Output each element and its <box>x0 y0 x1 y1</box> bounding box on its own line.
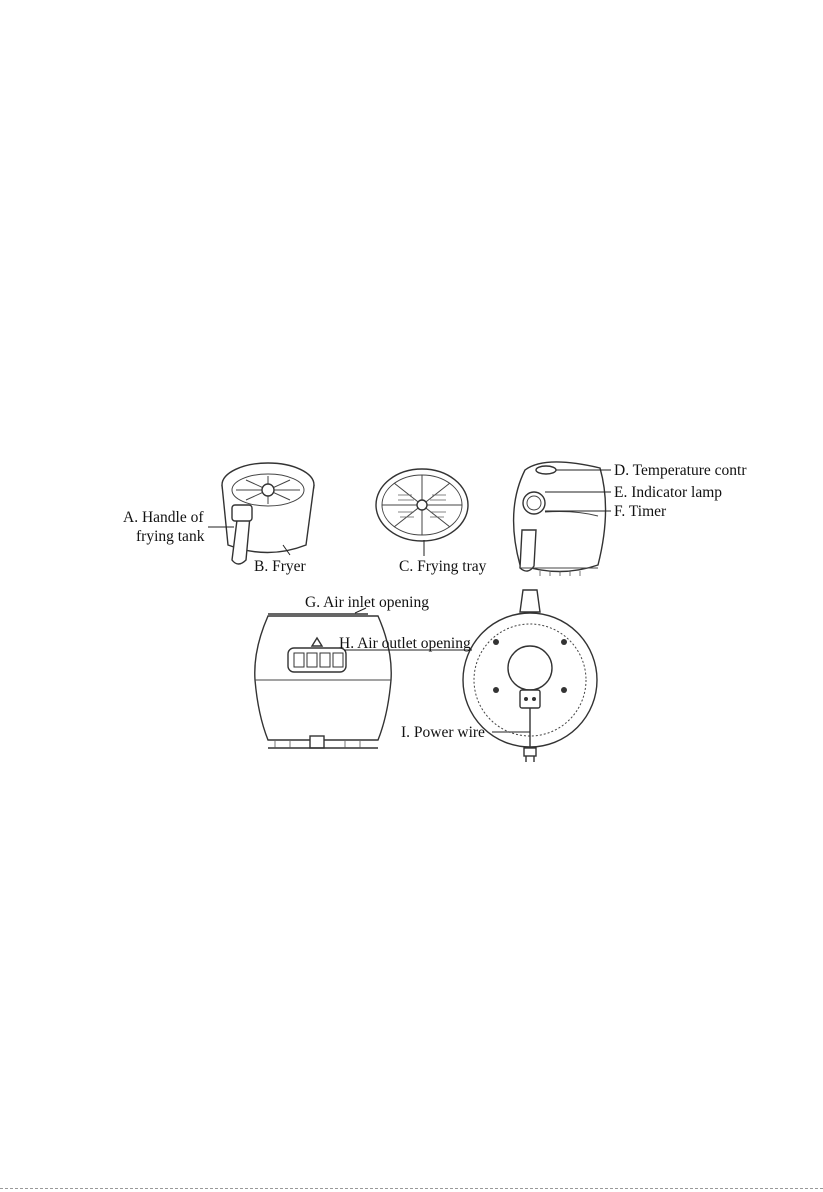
label-d-temperature-control: D. Temperature contr <box>614 462 747 479</box>
label-b-fryer: B. Fryer <box>254 558 307 575</box>
label-a-handle-line1: A. Handle of <box>123 509 204 526</box>
label-i-power-wire: I. Power wire <box>401 724 485 741</box>
page-bottom-edge <box>0 1188 823 1189</box>
label-g-air-inlet: G. Air inlet opening <box>305 594 429 611</box>
label-f-timer: F. Timer <box>614 503 667 520</box>
label-c-frying-tray: C. Frying tray <box>399 558 487 575</box>
label-a-handle-line2: frying tank <box>136 528 205 545</box>
label-h-air-outlet: H. Air outlet opening <box>339 635 471 652</box>
frying-tray-illustration <box>376 469 468 541</box>
air-fryer-front-illustration <box>514 462 606 576</box>
fryer-basket-illustration <box>222 463 314 564</box>
label-e-indicator-lamp: E. Indicator lamp <box>614 484 722 501</box>
